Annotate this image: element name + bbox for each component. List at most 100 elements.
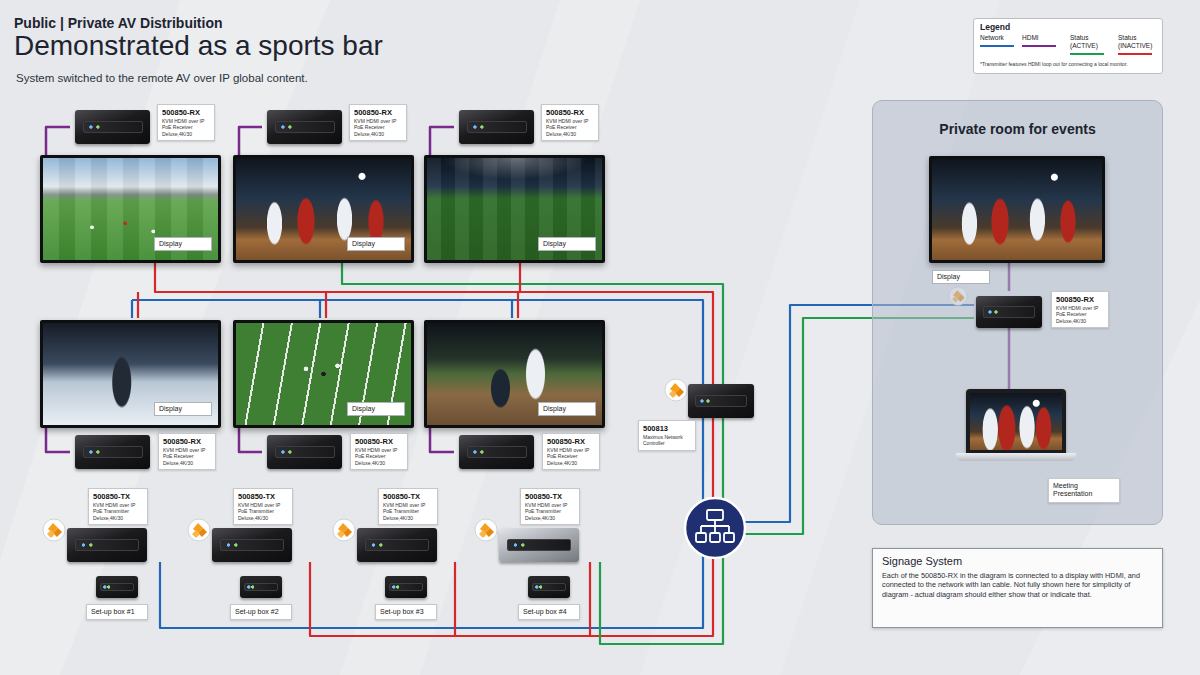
device-front	[100, 583, 134, 591]
device-label: Set-up box #1	[86, 604, 148, 620]
device-image	[75, 110, 150, 144]
network-switch-part-part	[701, 520, 729, 533]
legend-label: Status (INACTIVE)	[1118, 34, 1158, 50]
device-front	[83, 121, 143, 133]
part-number: 500850-RX	[355, 437, 404, 446]
hdmi-connector	[239, 428, 262, 452]
page-title: Demonstrated as a sports bar	[14, 30, 383, 62]
display-node: Display	[424, 320, 605, 428]
device-node: Set-up box #3	[375, 574, 437, 620]
display-label-box: Display	[538, 237, 596, 251]
note-body: Each of the 500850-RX in the diagram is …	[882, 571, 1153, 599]
part-number: 500850-RX	[354, 108, 403, 117]
text-holder: *Transmitter features HDMI loop out for …	[980, 61, 1158, 67]
text-holder: System switched to the remote AV over IP…	[16, 72, 308, 84]
part-description: KVM HDMI over IP PoE Receiver Deluxe,4K/…	[355, 447, 404, 466]
part-number: 500813	[643, 424, 692, 433]
device-image	[212, 528, 292, 562]
display-label-box: Display	[347, 237, 405, 251]
legend-line	[1118, 53, 1152, 55]
device-front	[507, 539, 571, 551]
display-node: Display	[40, 155, 221, 263]
display-label-box: Display	[154, 237, 212, 251]
note-heading: Signage System	[882, 555, 1153, 567]
hdmi-connector	[46, 127, 70, 155]
device-name: Set-up box #3	[380, 608, 433, 616]
device-node: 500813Maximus Network Controller	[636, 378, 754, 451]
part-description: KVM HDMI over IP PoE Transmitter Deluxe,…	[238, 502, 289, 521]
display-node: Display	[233, 155, 414, 263]
part-description: KVM HDMI over IP PoE Transmitter Deluxe,…	[383, 502, 434, 521]
device-label: 500850-RXKVM HDMI over IP PoE Receiver D…	[542, 433, 600, 470]
part-description: KVM HDMI over IP PoE Receiver Deluxe,4K/…	[1056, 305, 1105, 324]
part-number: 500850-RX	[162, 108, 211, 117]
room-panel: Private room for eventsDisplay 500850-RXK…	[872, 100, 1163, 525]
display-label: Display	[543, 240, 591, 248]
device-label: Set-up box #2	[230, 604, 292, 620]
device-front	[83, 446, 143, 458]
display-label: Display	[543, 405, 591, 413]
legend-item: Status (INACTIVE)	[1118, 34, 1158, 55]
device-image	[267, 435, 342, 469]
laptop-node: Meeting Presentation	[956, 389, 1120, 503]
network-wires	[132, 263, 974, 644]
device-node: Set-up box #2	[230, 574, 292, 620]
device-image	[75, 435, 150, 469]
device-node: 500850-TXKVM HDMI over IP PoE Transmitte…	[352, 488, 438, 562]
device-label: 500850-RXKVM HDMI over IP PoE Receiver D…	[541, 104, 599, 141]
network-wires-part	[455, 562, 590, 636]
network-wires-part	[519, 263, 521, 292]
device-front	[275, 446, 335, 458]
part-description: KVM HDMI over IP PoE Receiver Deluxe,4K/…	[547, 447, 596, 466]
brand-badges-part	[665, 379, 687, 401]
device-front	[695, 395, 748, 407]
device-image	[459, 110, 534, 144]
part-description: KVM HDMI over IP PoE Receiver Deluxe,4K/…	[546, 118, 595, 137]
network-switch	[685, 498, 745, 558]
display-node: Display	[929, 156, 1105, 263]
device-node: 500850-RXKVM HDMI over IP PoE Receiver D…	[454, 102, 599, 144]
legend-item: Status (ACTIVE)	[1070, 34, 1110, 55]
part-number: 500850-TX	[383, 492, 434, 501]
part-description: KVM HDMI over IP PoE Receiver Deluxe,4K/…	[163, 447, 212, 466]
display-label-box: Display	[538, 402, 596, 416]
device-label: Set-up box #4	[518, 604, 580, 620]
legend-line	[1022, 45, 1056, 47]
page-caption: System switched to the remote AV over IP…	[16, 72, 308, 84]
device-front	[365, 539, 429, 551]
text-holder: Public | Private AV Distribuition	[14, 15, 223, 31]
device-front	[389, 583, 423, 591]
device-node: 500850-RXKVM HDMI over IP PoE Receiver D…	[262, 431, 408, 470]
text-holder: Demonstrated as a sports bar	[14, 30, 383, 62]
display-label-box: Display	[154, 402, 212, 416]
device-front	[75, 539, 139, 551]
device-label: 500850-RXKVM HDMI over IP PoE Receiver D…	[1051, 291, 1109, 328]
device-image	[267, 110, 342, 144]
device-label: 500850-TXKVM HDMI over IP PoE Transmitte…	[378, 488, 438, 525]
legend-note: *Transmitter features HDMI loop out for …	[980, 61, 1158, 67]
display-node: Display	[40, 320, 221, 428]
legend-line	[1070, 53, 1104, 55]
device-node: 500850-TXKVM HDMI over IP PoE Transmitte…	[494, 488, 580, 562]
device-image	[459, 435, 534, 469]
device-node: Set-up box #4	[518, 574, 580, 620]
device-name: Set-up box #2	[235, 608, 288, 616]
laptop-display	[970, 393, 1062, 450]
section-kicker: Public | Private AV Distribuition	[14, 15, 223, 31]
part-description: Maximus Network Controller	[643, 434, 692, 447]
network-switch-part-part	[710, 533, 720, 542]
display-label: Display	[937, 273, 985, 281]
display-node: Display	[424, 155, 605, 263]
display-label: Display	[159, 240, 207, 248]
brand-badges-part	[43, 519, 65, 541]
panel-heading: Private room for events	[873, 121, 1162, 137]
device-label: 500850-RXKVM HDMI over IP PoE Receiver D…	[157, 104, 215, 141]
device-node: 500850-TXKVM HDMI over IP PoE Transmitte…	[207, 488, 293, 562]
device-image	[67, 528, 147, 562]
device-label: 500850-TXKVM HDMI over IP PoE Transmitte…	[520, 488, 580, 525]
device-front	[275, 121, 335, 133]
text-holder: Legend	[980, 22, 1010, 32]
part-number: 500850-RX	[546, 108, 595, 117]
legend-item: HDMI	[1022, 34, 1062, 47]
note-box: Signage SystemEach of the 500850-RX in t…	[872, 548, 1163, 628]
